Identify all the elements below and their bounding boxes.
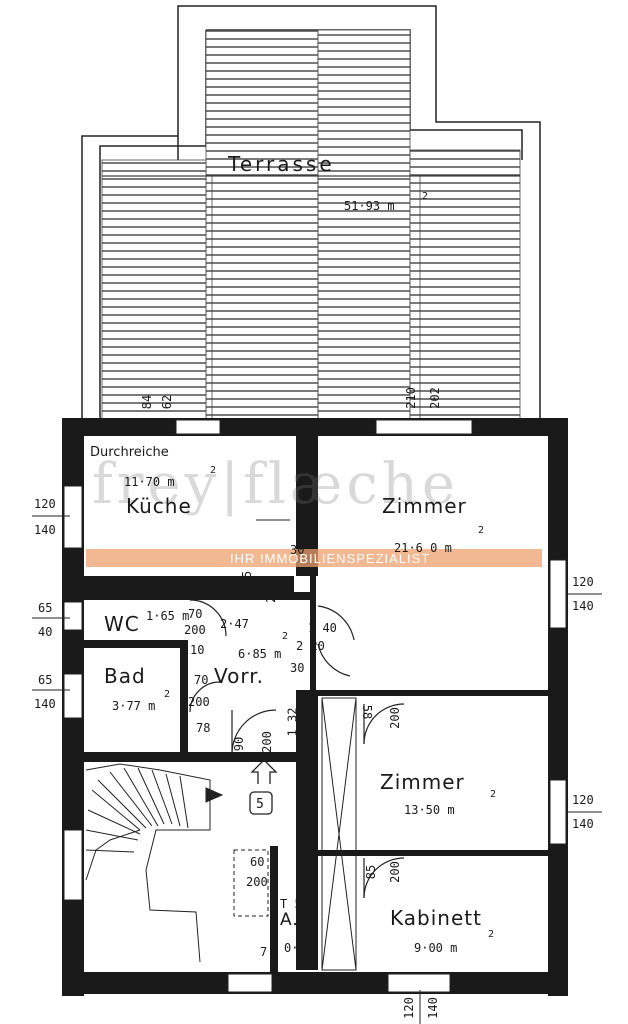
dim-bad-window-bot: 140 [34,697,56,711]
kueche-area-sup: 2 [210,465,217,476]
kueche-area: 11·70 m [124,475,175,489]
dim-v140: 1 40 [308,621,337,635]
zimmer1-label: Zimmer [382,494,467,518]
dim-kb200: 200 [387,861,402,883]
stair-marker-number: 5 [256,797,264,812]
dim-k85: 85 [240,570,255,586]
dim-s132: 1 32 [285,707,300,737]
dim-window-right2-bot: 140 [572,817,594,831]
watermark-bar [86,549,542,567]
dim-202: 202 [427,387,442,409]
dim-k200: 200 [263,581,278,603]
dimension-lines [32,515,602,1024]
shaft [321,697,357,971]
terrace-label: Terrasse [228,152,335,176]
dim-84: 84 [140,394,155,410]
dim-bad78: 78 [196,721,211,735]
kueche-label: Küche [126,494,192,518]
kabinett-label: Kabinett [390,906,482,930]
vorraum-area-sup: 2 [282,631,289,642]
zimmer1-area: 21·6 0 m [394,541,452,555]
dim-kb85: 85 [364,864,379,880]
staircase [85,763,269,963]
dim-t58: T 58 [280,897,309,911]
kabinett-area: 9·00 m [414,941,458,955]
bad-area-sup: 2 [164,689,171,700]
window-openings [63,419,567,993]
wc-label: WC [104,612,140,636]
zimmer2-area-sup: 2 [490,789,497,800]
entrance-arrow [249,759,278,815]
dim-z200: 200 [387,707,402,729]
dim-62: 62 [160,394,175,410]
dim-bottom-120: 120 [401,997,416,1019]
zimmer1-area-sup: 2 [478,525,485,536]
dim-window-left-bot: 140 [34,523,56,537]
vorraum-area: 6·85 m [238,647,282,661]
door-swings [189,599,405,899]
terrace-area: 51·93 m [344,199,395,213]
kabinett-area-sup: 2 [488,929,495,940]
dim-wc247: 2·47 [220,617,249,631]
dim-ar70: 0·70 [284,941,313,955]
dim-z58: 58 [360,704,375,720]
zimmer2-label: Zimmer [380,770,465,794]
dim-210: 210 [403,387,418,409]
dim-wc-window-bot: 40 [38,625,53,639]
wc-area: 1·65 m [146,609,190,623]
interior-walls [84,420,548,972]
watermark-tagline: IHR IMMOBILIENSPEZIALIST [230,551,431,566]
vorraum-label: Vorr. [214,664,264,688]
dim-window-left-top: 120 [34,497,56,511]
dim-s90: 90 [232,736,247,752]
dim-st60: 60 [250,855,265,869]
zimmer2-area: 13·50 m [404,803,455,817]
dim-st200: 200 [246,875,268,889]
dim-k30: 30 [290,543,305,557]
bad-area: 3·77 m [112,699,156,713]
bad-label: Bad [104,664,146,688]
dim-window-right1-bot: 140 [572,599,594,613]
dim-bottom-140: 140 [425,997,440,1019]
dim-bad200: 200 [188,695,210,709]
dim-v220: 2 20 [296,639,325,653]
dim-bad-window-top: 65 [38,673,53,687]
dim-bad70: 70 [194,673,209,687]
watermark-brand: frey|flæche [92,452,459,517]
durchreiche-label: Durchreiche [90,445,169,460]
dim-s7: 7 [260,945,268,959]
terrace-area-sup: 2 [422,191,429,202]
terrace-decking [101,29,521,421]
dim-wc-window-top: 65 [38,601,53,615]
dim-v10: 10 [190,643,205,657]
dim-v30: 30 [290,661,305,675]
dim-window-right2-top: 120 [572,793,594,807]
dim-wc70: 70 [188,607,203,621]
dim-window-right1-top: 120 [572,575,594,589]
dim-wc200: 200 [184,623,206,637]
dim-s200: 200 [259,731,274,753]
ar-label: A.R [280,910,312,930]
